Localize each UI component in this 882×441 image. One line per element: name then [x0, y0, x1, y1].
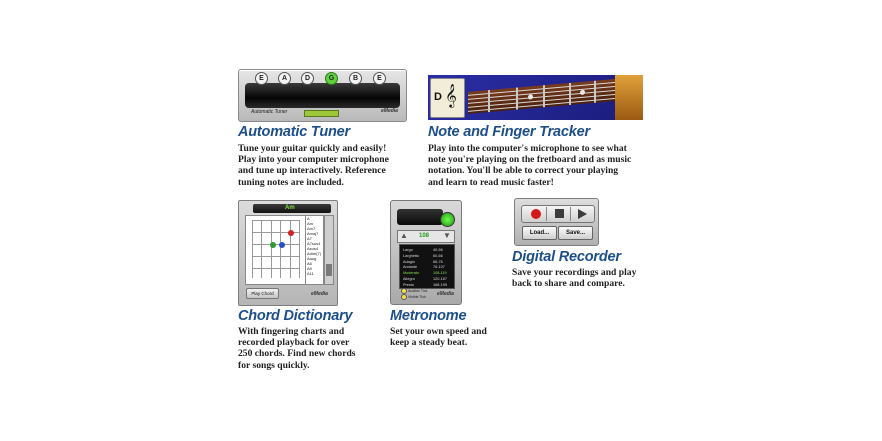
scrollbar-thumb[interactable] — [326, 264, 332, 276]
tuner-display — [245, 83, 400, 108]
chord-list-item[interactable]: A7sus4 — [307, 241, 321, 246]
tuner-note-e-low[interactable]: E — [255, 72, 268, 85]
treble-clef-icon: 𝄞 — [445, 85, 457, 107]
bpm-control[interactable]: 108 — [397, 230, 455, 243]
tuner-meter — [304, 110, 339, 117]
tracked-note: D — [434, 91, 442, 103]
play-chord-button[interactable]: Play Chord — [246, 288, 279, 299]
chord-widget: Am A Am Am7 Amaj7 A7 A7sus4 Asus4 Adim(7… — [238, 200, 338, 306]
chord-list-scrollbar[interactable] — [324, 215, 334, 285]
metronome-brand-logo: eMedia — [437, 291, 454, 297]
chord-list-item[interactable]: A9 — [307, 266, 312, 271]
metronome-display — [397, 209, 443, 225]
tuner-note-b[interactable]: B — [349, 72, 362, 85]
bpm-decrease-icon[interactable]: ▲ — [400, 231, 408, 240]
tuner-description: Tune your guitar quickly and easily! Pla… — [238, 143, 389, 188]
load-button[interactable]: Load... — [522, 226, 557, 240]
chord-list-item[interactable]: Amaj7 — [307, 231, 319, 236]
finger-dot-blue — [279, 242, 285, 248]
chord-list-item[interactable]: Am — [307, 221, 313, 226]
recorder-title: Digital Recorder — [512, 249, 621, 265]
recorder-widget: Load... Save... — [514, 198, 599, 246]
radio-icon — [401, 288, 407, 294]
finger-dot-red — [288, 230, 294, 236]
note-card: D 𝄞 — [430, 78, 465, 118]
chord-list-item[interactable]: A — [307, 216, 310, 221]
chord-name-bar: Am — [253, 204, 331, 213]
tuner-note-g-active[interactable]: G — [325, 72, 338, 85]
chord-title: Chord Dictionary — [238, 308, 353, 324]
tuner-brand-logo: eMedia — [381, 108, 398, 114]
recorder-description: Save your recordings and play back to sh… — [512, 267, 637, 290]
chord-brand-logo: eMedia — [311, 291, 328, 297]
chord-list-item[interactable]: Asus4 — [307, 246, 319, 251]
record-icon[interactable] — [531, 209, 541, 219]
play-icon[interactable] — [578, 209, 587, 219]
tuner-title: Automatic Tuner — [238, 124, 350, 140]
tracker-widget: D 𝄞 — [428, 75, 643, 120]
save-button[interactable]: Save... — [558, 226, 593, 240]
chord-description: With fingering charts and recorded playb… — [238, 326, 356, 371]
beat-light-icon — [440, 212, 455, 227]
metronome-title: Metronome — [390, 308, 467, 324]
chord-list-item[interactable]: Adim(7) — [307, 251, 322, 256]
chord-list[interactable]: A Am Am7 Amaj7 A7 A7sus4 Asus4 Adim(7) A… — [305, 215, 324, 285]
visible-tick-option[interactable]: Visible Tick — [401, 294, 426, 300]
tuner-note-d[interactable]: D — [301, 72, 314, 85]
transport-controls — [521, 205, 595, 223]
chord-list-item[interactable]: A7 — [307, 236, 312, 241]
tuner-note-a[interactable]: A — [278, 72, 291, 85]
audible-tick-option[interactable]: Audible Tick — [401, 288, 427, 294]
metronome-description: Set your own speed and keep a steady bea… — [390, 326, 487, 349]
chord-list-item[interactable]: Am7 — [307, 226, 316, 231]
chord-list-item[interactable]: Aaug — [307, 256, 317, 261]
tuner-note-e-high[interactable]: E — [373, 72, 386, 85]
chord-name: Am — [285, 205, 295, 211]
finger-dot-green — [270, 242, 276, 248]
tracker-title: Note and Finger Tracker — [428, 124, 590, 140]
tracker-description: Play into the computer's microphone to s… — [428, 143, 632, 188]
tuner-widget: E A D G B E Automatic Tuner eMedia — [238, 69, 407, 122]
chord-fingering-chart — [245, 215, 306, 285]
chord-list-item[interactable]: A11 — [307, 271, 314, 276]
tuner-label: Automatic Tuner — [251, 109, 288, 115]
chord-list-item[interactable]: A6 — [307, 261, 312, 266]
radio-icon — [401, 294, 407, 300]
guitar-body — [615, 75, 643, 120]
tuner-note-row: E A D G B E — [253, 72, 393, 86]
bpm-value: 108 — [419, 233, 430, 239]
stop-icon[interactable] — [555, 209, 564, 218]
bpm-increase-icon[interactable]: ▼ — [443, 231, 451, 240]
